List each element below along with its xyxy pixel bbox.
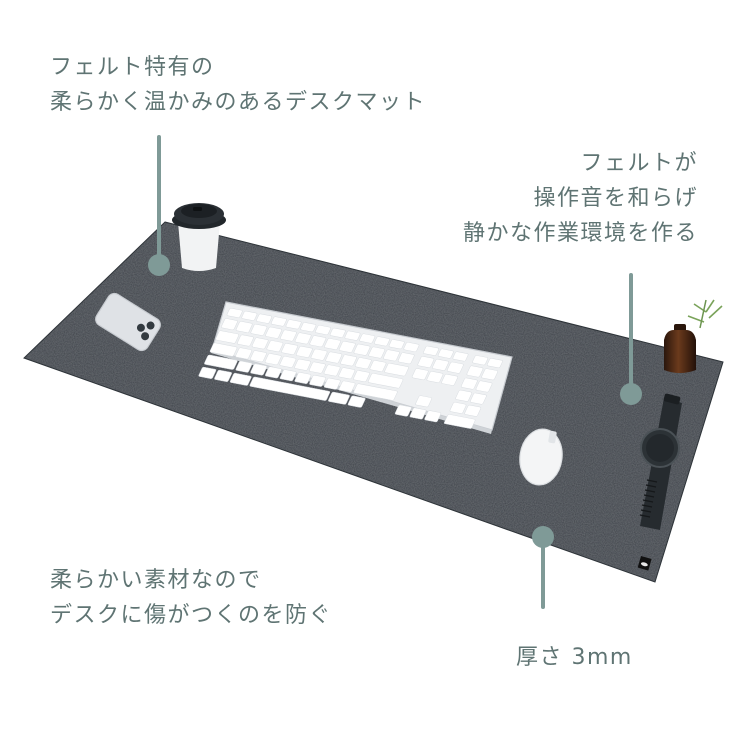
caption-line: 静かな作業環境を作る [462, 221, 698, 246]
caption-line: 操作音を和らげ [533, 186, 698, 211]
brand-tag-icon [637, 556, 652, 571]
caption-felt-softness: フェルト特有の 柔らかく温かみのあるデスクマット [50, 50, 426, 120]
caption-line: 厚さ 3mm [516, 645, 633, 670]
caption-line: フェルトが [580, 151, 698, 176]
leader-line-1 [157, 135, 161, 265]
mouse-icon [519, 428, 563, 486]
caption-thickness: 厚さ 3mm [516, 640, 633, 675]
leader-dot-2 [620, 383, 642, 405]
keyboard-icon [198, 301, 513, 434]
leader-line-4 [541, 537, 545, 609]
vase-plant-icon [664, 299, 723, 373]
caption-desk-protection: 柔らかい素材なので デスクに傷がつくのを防ぐ [50, 563, 332, 633]
caption-line: 柔らかく温かみのあるデスクマット [50, 90, 427, 115]
smartphone-icon [95, 292, 161, 352]
caption-line: デスクに傷がつくのを防ぐ [50, 603, 333, 628]
coffee-cup-icon [172, 203, 226, 271]
leader-line-2 [629, 273, 633, 388]
smartwatch-icon [639, 393, 682, 530]
leader-dot-1 [148, 254, 170, 276]
caption-line: 柔らかい素材なので [50, 568, 262, 593]
desk-mat [23, 221, 724, 583]
caption-line: フェルト特有の [50, 55, 215, 80]
caption-noise-reduction: フェルトが 操作音を和らげ 静かな作業環境を作る [463, 146, 698, 251]
leader-dot-4 [532, 526, 554, 548]
